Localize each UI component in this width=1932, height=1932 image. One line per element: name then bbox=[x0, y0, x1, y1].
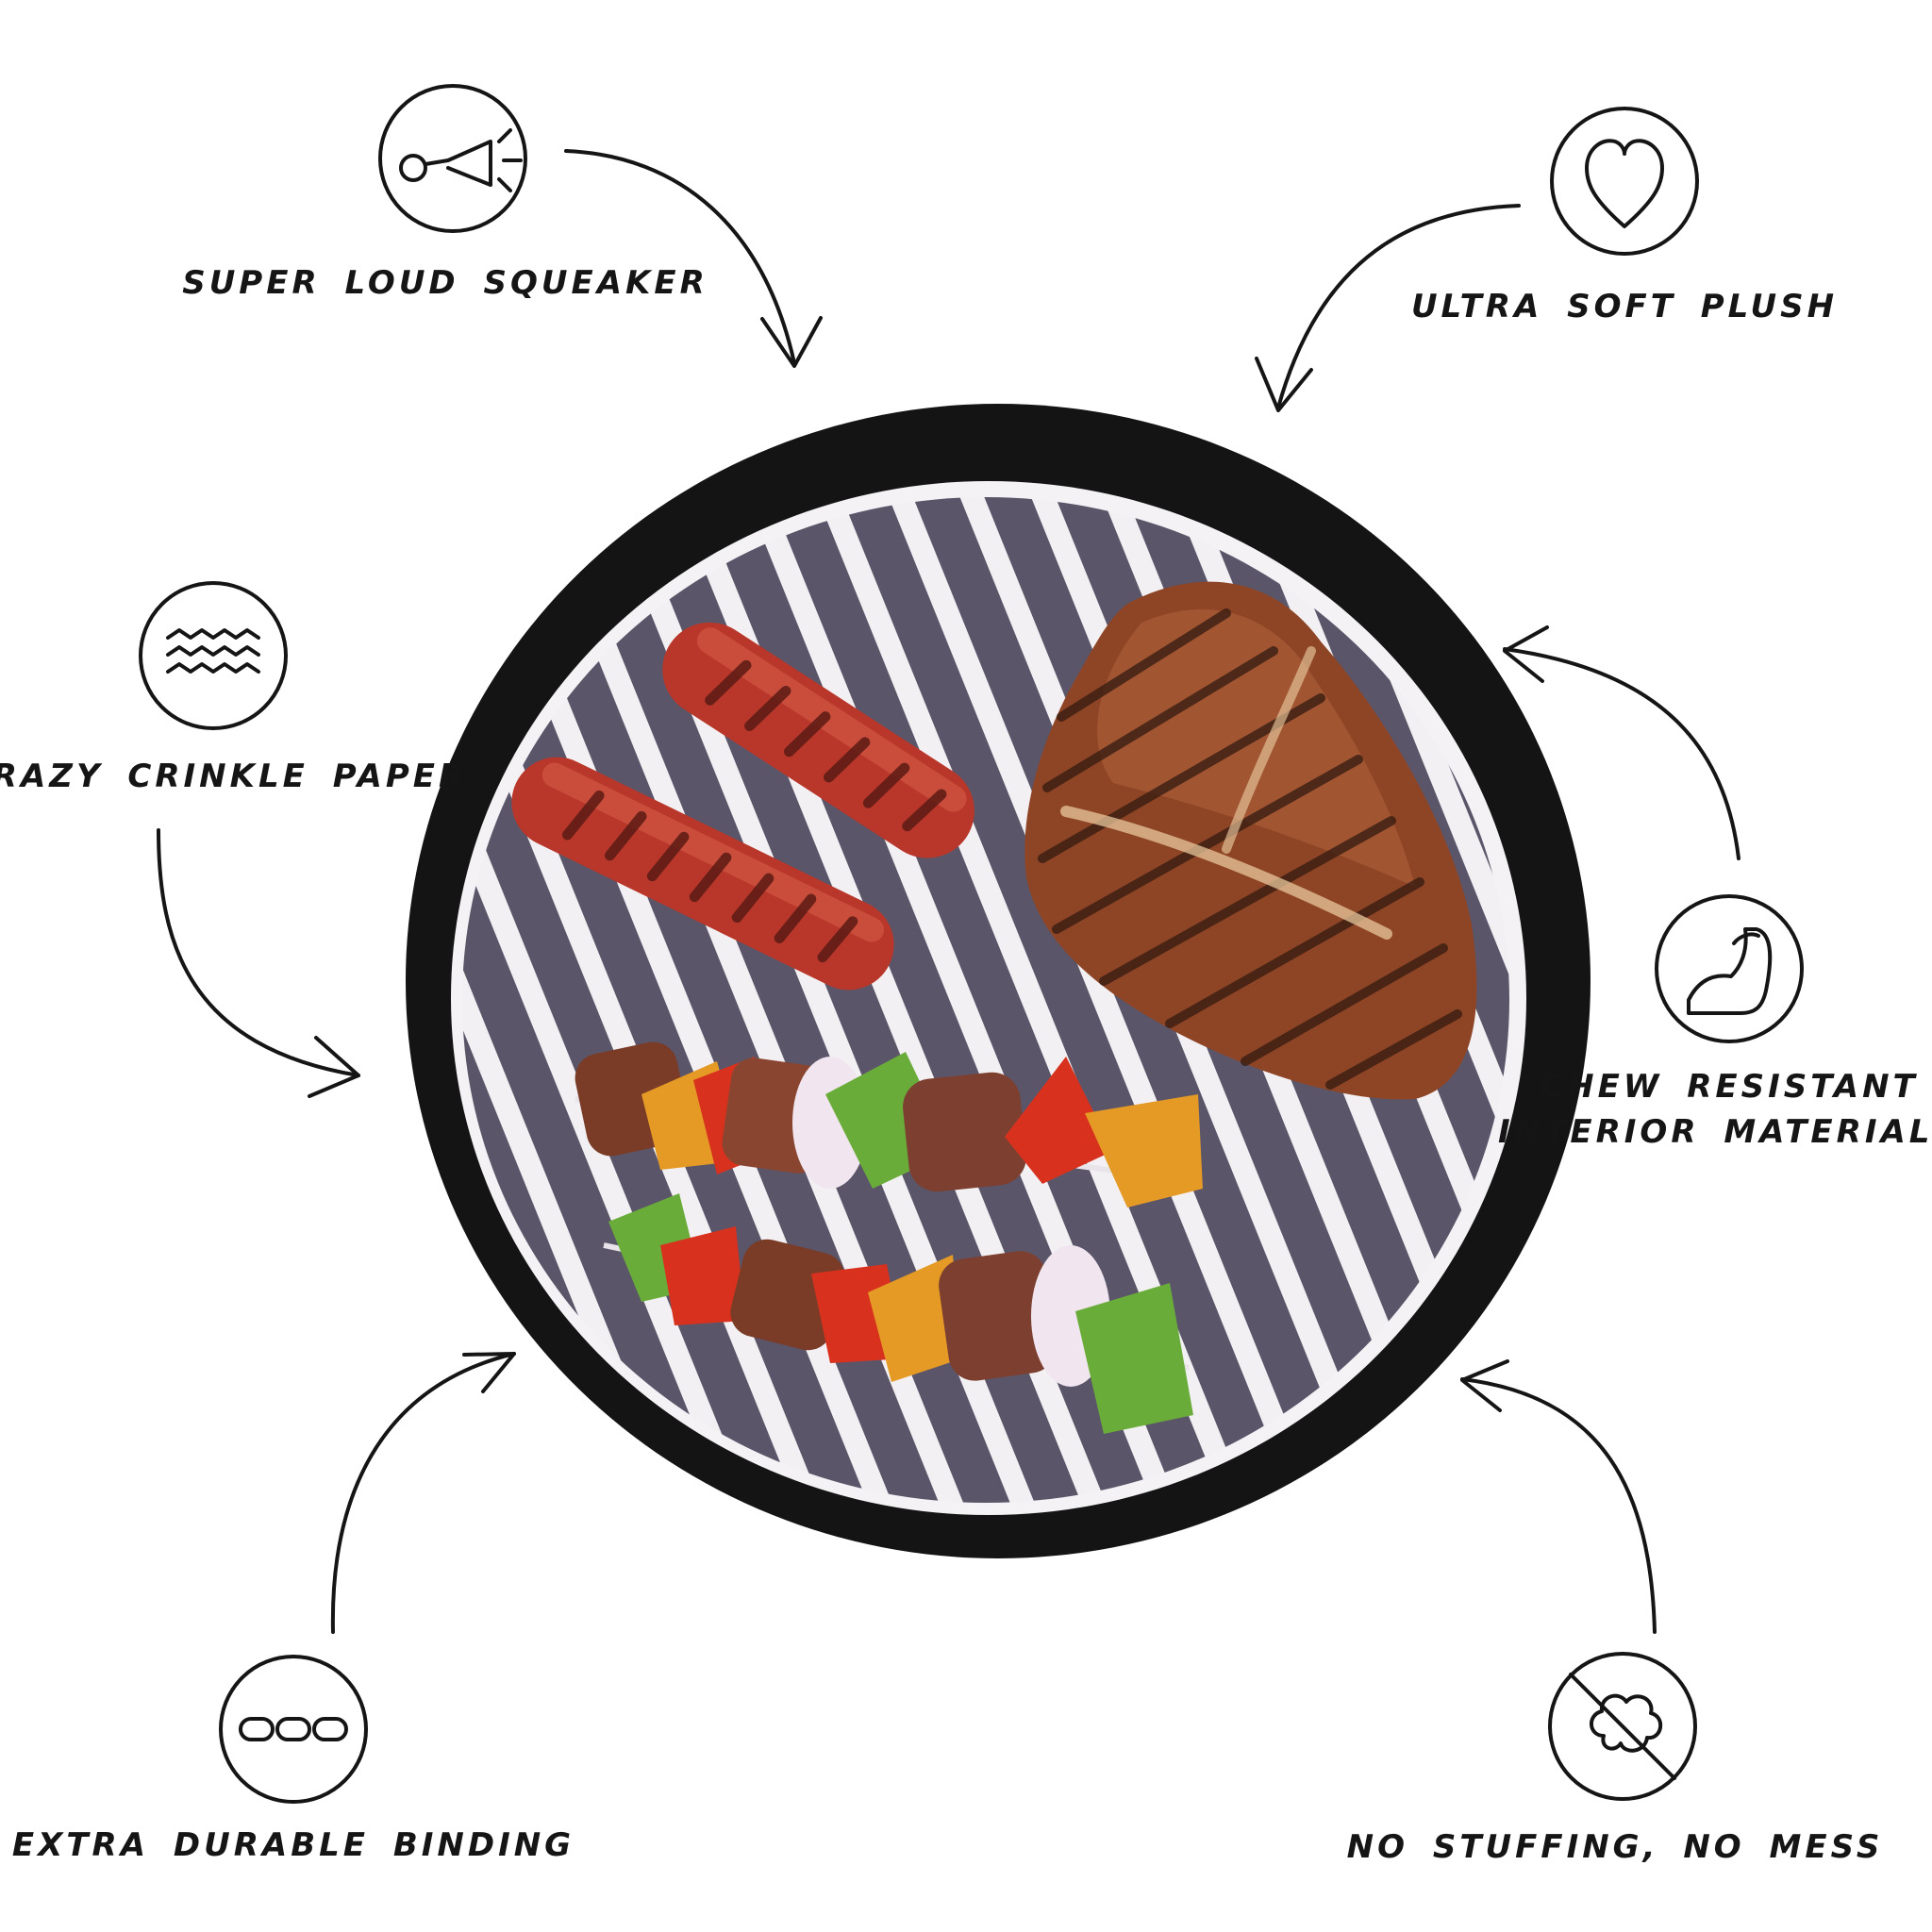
wave-lines-icon bbox=[139, 581, 288, 730]
sausage-top bbox=[662, 622, 974, 858]
arrow-chew bbox=[1503, 625, 1740, 860]
feature-label-crinkle: CRAZY CRINKLE PAPER bbox=[0, 758, 468, 795]
no-stuffing-icon bbox=[1548, 1652, 1697, 1801]
feature-label-chew-line2: INTERIOR MATERIALS bbox=[1498, 1113, 1932, 1151]
sausage-bottom bbox=[511, 757, 894, 991]
horn-icon bbox=[378, 84, 527, 233]
arrow-binding bbox=[330, 1352, 516, 1634]
chain-link-icon bbox=[219, 1655, 368, 1804]
feature-label-binding: EXTRA DURABLE BINDING bbox=[11, 1826, 575, 1864]
arrow-crinkle bbox=[157, 828, 360, 1098]
arrow-stuffing bbox=[1460, 1359, 1657, 1634]
feature-label-chew-line1: CHEW RESISTANT bbox=[1540, 1068, 1919, 1106]
kebab-bottom bbox=[603, 1193, 1193, 1434]
feature-label-plush: ULTRA SOFT PLUSH bbox=[1410, 288, 1839, 325]
feature-label-chew: CHEW RESISTANT INTERIOR MATERIALS bbox=[1498, 1064, 1932, 1155]
feature-label-squeaker: SUPER LOUD SQUEAKER bbox=[182, 264, 708, 302]
kebab-top bbox=[575, 1041, 1203, 1208]
flexed-arm-icon bbox=[1655, 894, 1804, 1043]
t-bone-steak bbox=[1024, 581, 1477, 1100]
feature-label-stuffing: NO STUFFING, NO MESS bbox=[1346, 1828, 1884, 1866]
arrow-squeaker bbox=[564, 149, 823, 368]
arrow-plush bbox=[1255, 204, 1521, 412]
heart-icon bbox=[1550, 107, 1699, 256]
